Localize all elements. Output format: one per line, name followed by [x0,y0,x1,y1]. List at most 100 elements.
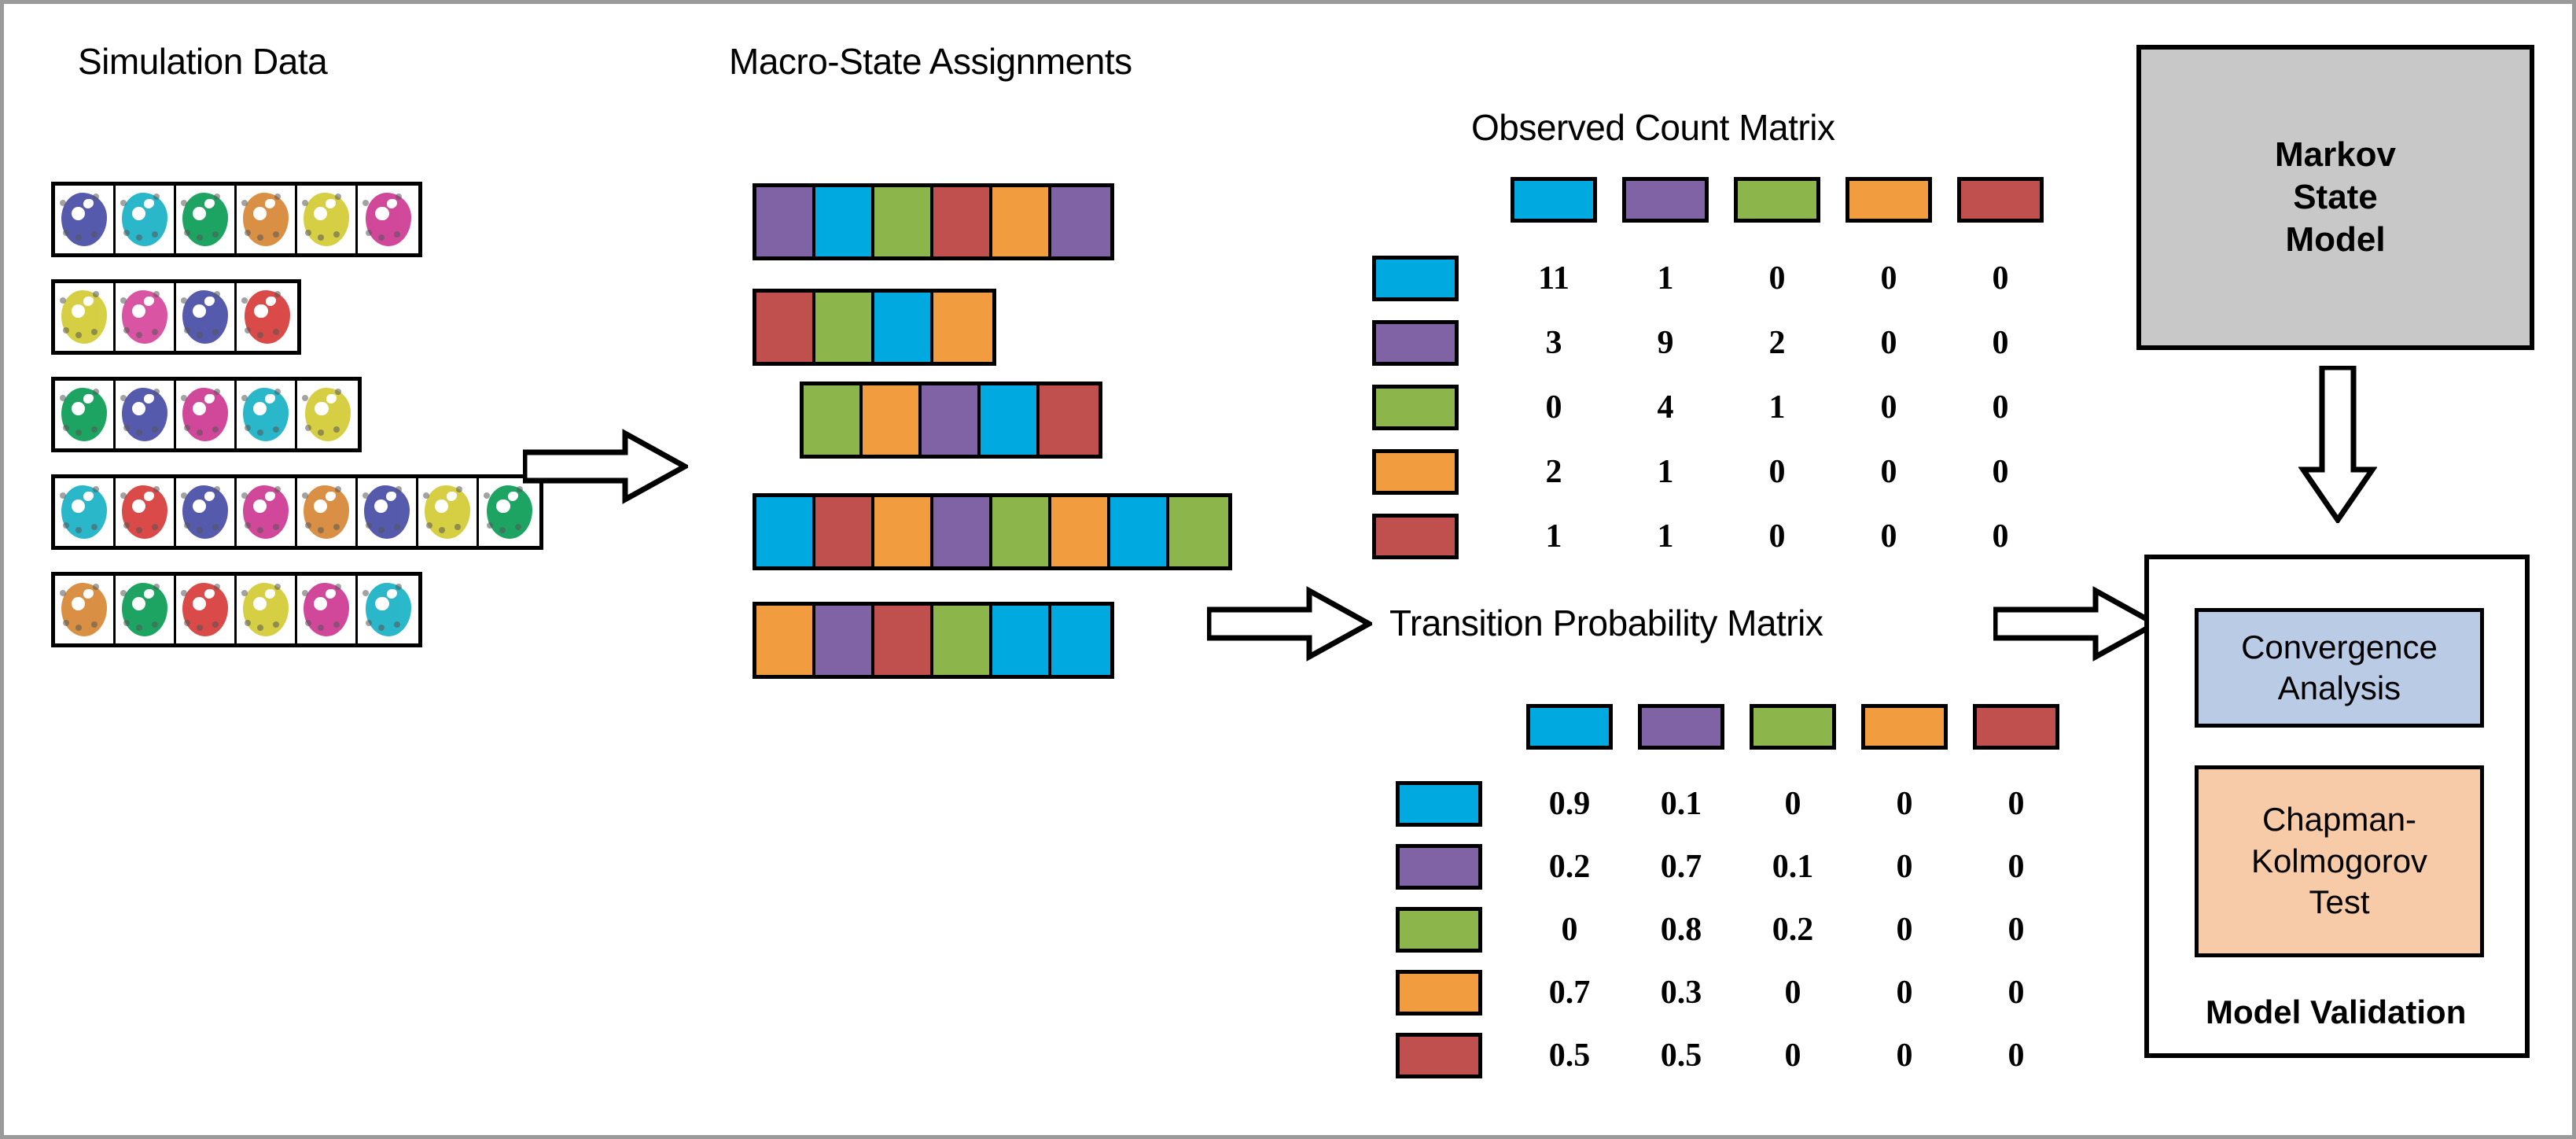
protein-structure-icon [243,388,289,441]
matrix-cell: 0 [1561,912,1578,948]
protein-residue-speck [75,527,82,533]
trajectory-frame [116,478,176,546]
trajectory-frame [297,576,358,643]
protein-residue-speck [302,395,308,401]
protein-residue-speck [181,297,187,304]
protein-residue-speck [63,425,69,431]
protein-residue-speck [75,332,82,338]
trajectory-frame [358,186,418,253]
protein-residue-speck [60,395,66,401]
protein-residue-speck [302,492,308,499]
protein-structure-icon [304,485,349,539]
protein-residue-speck [75,234,82,241]
protein-residue-speck [60,492,66,499]
protein-residue-speck [60,297,66,304]
protein-residue-speck [378,527,385,533]
protein-residue-speck [136,332,142,338]
macro-state-cell-blue [981,385,1040,455]
macro-state-cell-blue [756,497,815,566]
protein-residue-speck [245,230,251,236]
macro-state-cell-purple [815,606,874,675]
protein-residue-speck [305,620,311,626]
column-header-swatch-green [1750,704,1836,750]
protein-residue-speck [274,584,281,590]
protein-residue-speck [120,590,127,596]
column-header-swatch-orange [1846,177,1932,223]
protein-residue-speck [184,620,190,626]
macro-state-cell-orange [863,385,922,455]
protein-residue-speck [123,425,130,431]
matrix-cell: 0 [1992,325,2009,361]
protein-structure-icon [122,388,167,441]
validation-item-convergence-analysis[interactable]: Convergence Analysis [2195,608,2484,728]
matrix-cell: 0.5 [1548,1038,1591,1074]
protein-residue-speck [152,329,158,335]
protein-structure-icon [243,485,289,539]
protein-residue-speck [257,625,263,631]
macro-state-cell-blue [1110,497,1169,566]
trajectory-frame [479,478,539,546]
matrix-cell: 0.8 [1660,912,1702,948]
validation-item-label: Chapman- Kolmogorov Test [2250,801,2428,921]
macro-state-cell-blue [874,293,933,362]
protein-residue-speck [274,389,281,395]
protein-residue-speck [257,234,263,241]
validation-item-chapman-kolmogorov-test[interactable]: Chapman- Kolmogorov Test [2195,765,2484,957]
protein-residue-speck [123,522,130,529]
matrix-cell: 1 [1545,518,1562,555]
trajectory-frame [55,381,116,448]
protein-residue-speck [396,486,402,492]
trajectory-row [51,279,301,355]
protein-structure-icon [243,193,289,246]
protein-residue-speck [184,230,190,236]
row-header-swatch-orange [1372,449,1459,495]
protein-structure-icon [365,583,411,636]
protein-residue-speck [136,429,142,436]
protein-residue-speck [273,329,279,335]
matrix-cell: 0.1 [1772,849,1814,885]
protein-residue-speck [378,625,385,631]
trajectory-frame [297,381,358,448]
macro-state-assignments-title: Macro-State Assignments [729,41,1132,82]
trajectory-frame [116,381,176,448]
protein-residue-speck [197,625,203,631]
column-header-swatch-red [1973,704,2059,750]
protein-structure-icon [182,388,228,441]
protein-residue-speck [136,234,142,241]
protein-residue-speck [362,492,369,499]
protein-residue-speck [184,327,190,334]
protein-structure-icon [304,583,349,636]
matrix-cell: 0 [1992,260,2009,297]
protein-residue-speck [333,426,340,433]
protein-residue-speck [241,297,248,304]
protein-structure-icon [182,583,228,636]
row-header-swatch-blue [1372,256,1459,301]
protein-residue-speck [274,194,281,200]
trajectory-frame [176,186,237,253]
matrix-cell: 1 [1768,389,1786,426]
protein-residue-speck [93,291,99,297]
matrix-cell: 2 [1768,325,1786,361]
protein-residue-speck [257,332,263,338]
protein-residue-speck [91,621,98,628]
protein-residue-speck [241,590,248,596]
row-header-swatch-red [1372,514,1459,559]
protein-residue-speck [197,332,203,338]
protein-residue-speck [63,522,69,529]
trajectory-frame [55,283,116,351]
column-header-swatch-purple [1622,177,1709,223]
macro-state-cell-purple [1051,187,1110,256]
protein-residue-speck [75,625,82,631]
protein-residue-speck [245,327,251,334]
protein-residue-speck [91,329,98,335]
protein-residue-speck [181,590,187,596]
matrix-cell: 0 [1880,454,1897,490]
protein-residue-speck [366,522,372,529]
macro-state-cell-purple [756,187,815,256]
row-header-swatch-purple [1372,320,1459,366]
column-header-swatch-blue [1511,177,1597,223]
protein-residue-speck [153,486,160,492]
protein-residue-speck [302,200,308,206]
protein-residue-speck [63,327,69,334]
macro-state-bar [753,183,1114,260]
